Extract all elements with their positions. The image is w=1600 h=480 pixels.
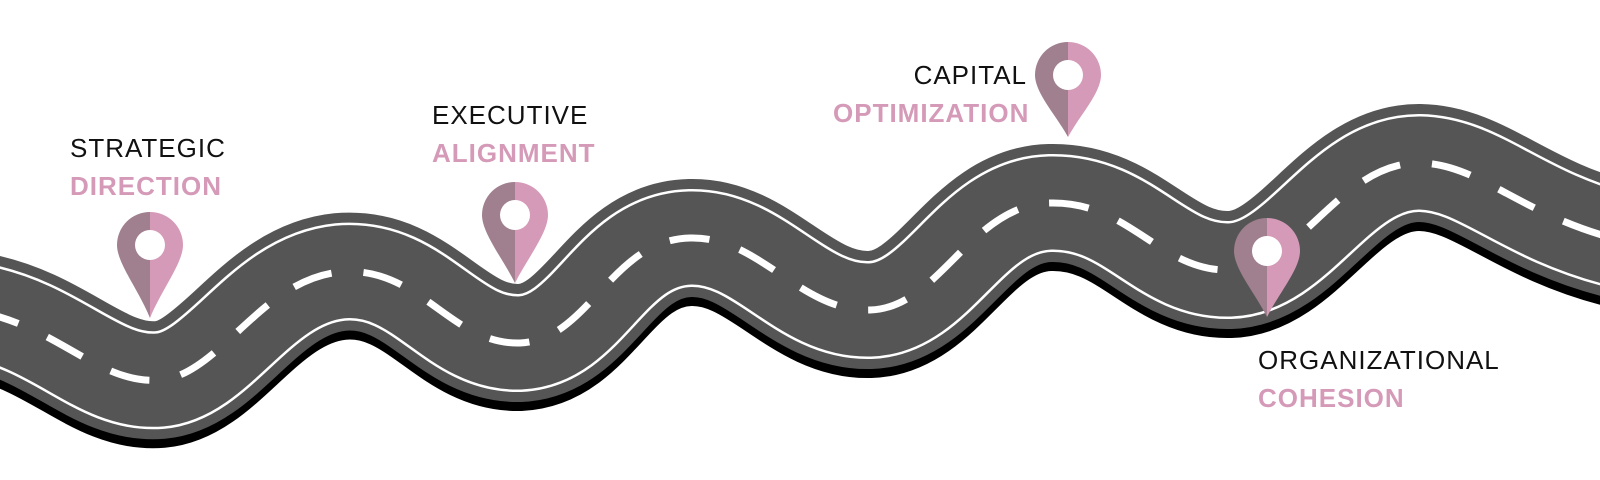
map-pin-icon <box>1234 218 1300 317</box>
milestone-subtitle: DIRECTION <box>70 171 222 201</box>
milestone-title: ORGANIZATIONAL <box>1258 345 1500 375</box>
milestone-title: EXECUTIVE <box>432 100 589 130</box>
milestone-title: STRATEGIC <box>70 133 226 163</box>
milestone-capital-optimization: CAPITAL OPTIMIZATION <box>833 56 1030 132</box>
milestone-subtitle: OPTIMIZATION <box>833 98 1030 128</box>
milestone-subtitle: ALIGNMENT <box>432 138 596 168</box>
milestone-title: CAPITAL <box>913 60 1027 90</box>
map-pin-icon <box>482 182 548 283</box>
milestone-organizational-cohesion: ORGANIZATIONAL COHESION <box>1258 341 1500 417</box>
milestone-executive-alignment: EXECUTIVE ALIGNMENT <box>432 96 596 172</box>
map-pin-icon <box>1035 42 1101 137</box>
milestone-subtitle: COHESION <box>1258 383 1405 413</box>
milestone-strategic-direction: STRATEGIC DIRECTION <box>70 129 226 205</box>
map-pin-icon <box>117 212 183 318</box>
